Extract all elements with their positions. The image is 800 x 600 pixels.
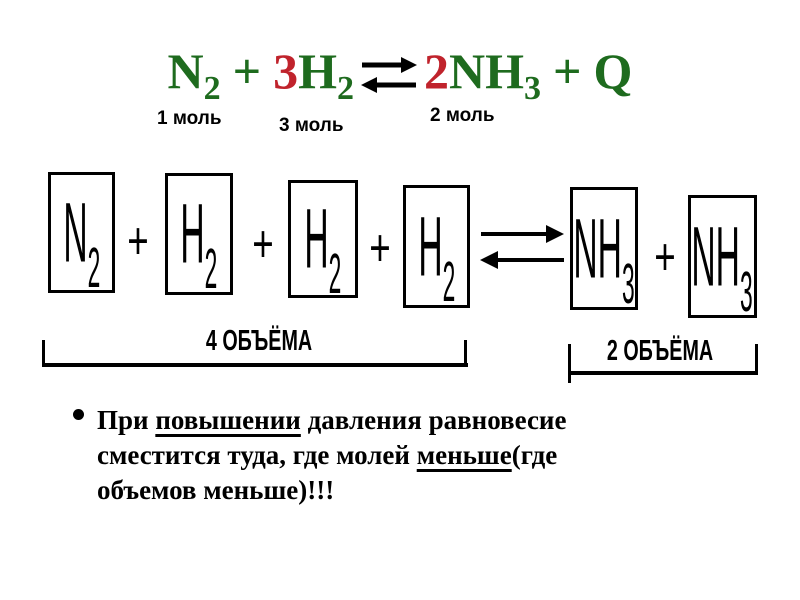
box-formula: H: [180, 186, 205, 281]
right-bracket-label: 2 ОБЪЁМА: [606, 335, 714, 367]
right-bracket-line: [568, 371, 758, 375]
equation-h: H: [298, 43, 338, 99]
left-bracket-label: 4 ОБЪЁМА: [205, 325, 313, 357]
left-bracket-tick-right: [464, 340, 467, 367]
molecule-box-h2-1: H2: [165, 173, 233, 299]
mole-label-h2: 3 моль: [279, 115, 344, 136]
box-formula-subscript: 2: [87, 237, 100, 300]
equation-plus-sign: +: [232, 43, 262, 99]
equation-nh: NH: [449, 43, 525, 99]
diagram-equilibrium-arrows-icon: [480, 225, 564, 269]
molecule-box-nh3-2: NH3: [688, 195, 757, 321]
equation-n: N: [167, 43, 204, 99]
plus-sign: +: [369, 217, 391, 277]
box-formula-subscript: 2: [328, 243, 342, 307]
molecule-box-h2-2: H2: [288, 180, 358, 304]
box-formula-subscript: 2: [204, 238, 218, 302]
equilibrium-arrows-icon: [361, 57, 418, 93]
box-formula-subscript: 3: [740, 261, 754, 324]
note-line-3: объемов меньше)!!!: [97, 475, 335, 505]
plus-sign: +: [252, 213, 274, 273]
equation-plus-sign-2: +: [553, 43, 582, 99]
right-bracket-tick-left: [568, 344, 571, 383]
underlined-word: меньше: [416, 440, 512, 470]
left-bracket-line: [42, 363, 468, 367]
box-formula-subscript: 2: [442, 251, 455, 314]
left-bracket-tick-left: [42, 340, 45, 367]
bullet-marker: [73, 409, 84, 420]
mole-label-n2: 1 моль: [157, 108, 222, 129]
box-formula: NH: [573, 200, 622, 295]
equation-n-subscript: 2: [203, 70, 221, 107]
equation-nh3-coefficient: 2: [424, 43, 450, 99]
molecule-box-nh3-1: NH3: [570, 187, 638, 313]
equation-h-subscript: 2: [337, 70, 355, 107]
box-formula: H: [304, 191, 329, 286]
box-formula: H: [418, 198, 443, 293]
box-formula-subscript: 3: [621, 253, 635, 316]
plus-sign: +: [127, 210, 149, 270]
note-line-1: При повышении давления равновесие: [97, 405, 567, 435]
molecule-box-n2: N2: [48, 172, 115, 297]
equation-nh-subscript: 3: [524, 70, 542, 107]
mole-label-nh3: 2 моль: [430, 105, 495, 126]
note-line-2: сместится туда, где молей меньше(где: [97, 440, 558, 470]
box-formula: NH: [691, 208, 741, 303]
right-bracket-tick-right: [755, 344, 758, 375]
underlined-word: повышении: [155, 405, 301, 435]
note-text: При повышении давления равновесие смести…: [97, 403, 567, 508]
equation-heat-q: Q: [593, 43, 633, 99]
equation-h2-coefficient: 3: [273, 43, 299, 99]
molecule-box-h2-3: H2: [403, 185, 470, 311]
plus-sign: +: [654, 226, 676, 286]
box-formula: N: [63, 184, 88, 279]
